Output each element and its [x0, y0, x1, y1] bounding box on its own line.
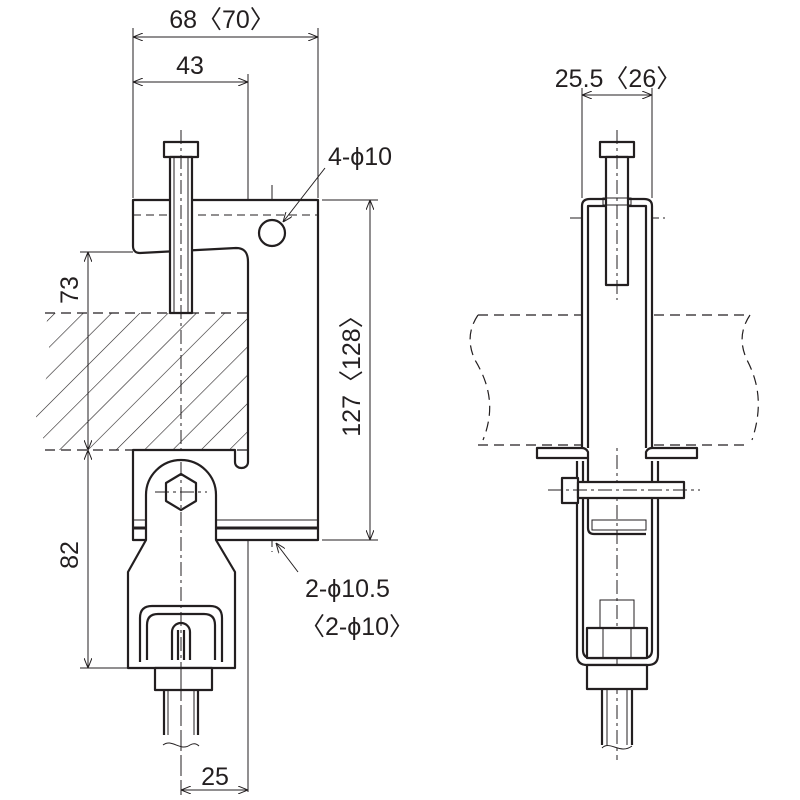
- right-view: 25.5〈26〉: [469, 65, 759, 760]
- dim-jaw-width: 43: [176, 52, 204, 80]
- dim-overall-width: 68〈70〉: [169, 6, 275, 34]
- dim-lower: 82: [56, 541, 84, 569]
- dim-hole-label: 4-ϕ10: [328, 143, 392, 171]
- mounting-hole: [257, 218, 287, 248]
- dim-bottom-holes: 2-ϕ10.5: [305, 575, 390, 603]
- bracket-body: [131, 198, 320, 542]
- beam-section: [35, 313, 249, 450]
- flange-plate: [535, 446, 699, 460]
- dim-width: 25.5〈26〉: [555, 65, 681, 93]
- dim-upper: 73: [56, 276, 84, 304]
- dim-offset: 25: [201, 763, 229, 791]
- clamp-bolt: [162, 130, 200, 320]
- dim-height-total: 127〈128〉: [338, 303, 366, 436]
- dim-bottom-holes-alt: 〈2-ϕ10〉: [300, 613, 414, 641]
- left-view: 68〈70〉 43 4-ϕ10 127〈128〉 73 82 2-ϕ10.5 〈…: [35, 6, 414, 795]
